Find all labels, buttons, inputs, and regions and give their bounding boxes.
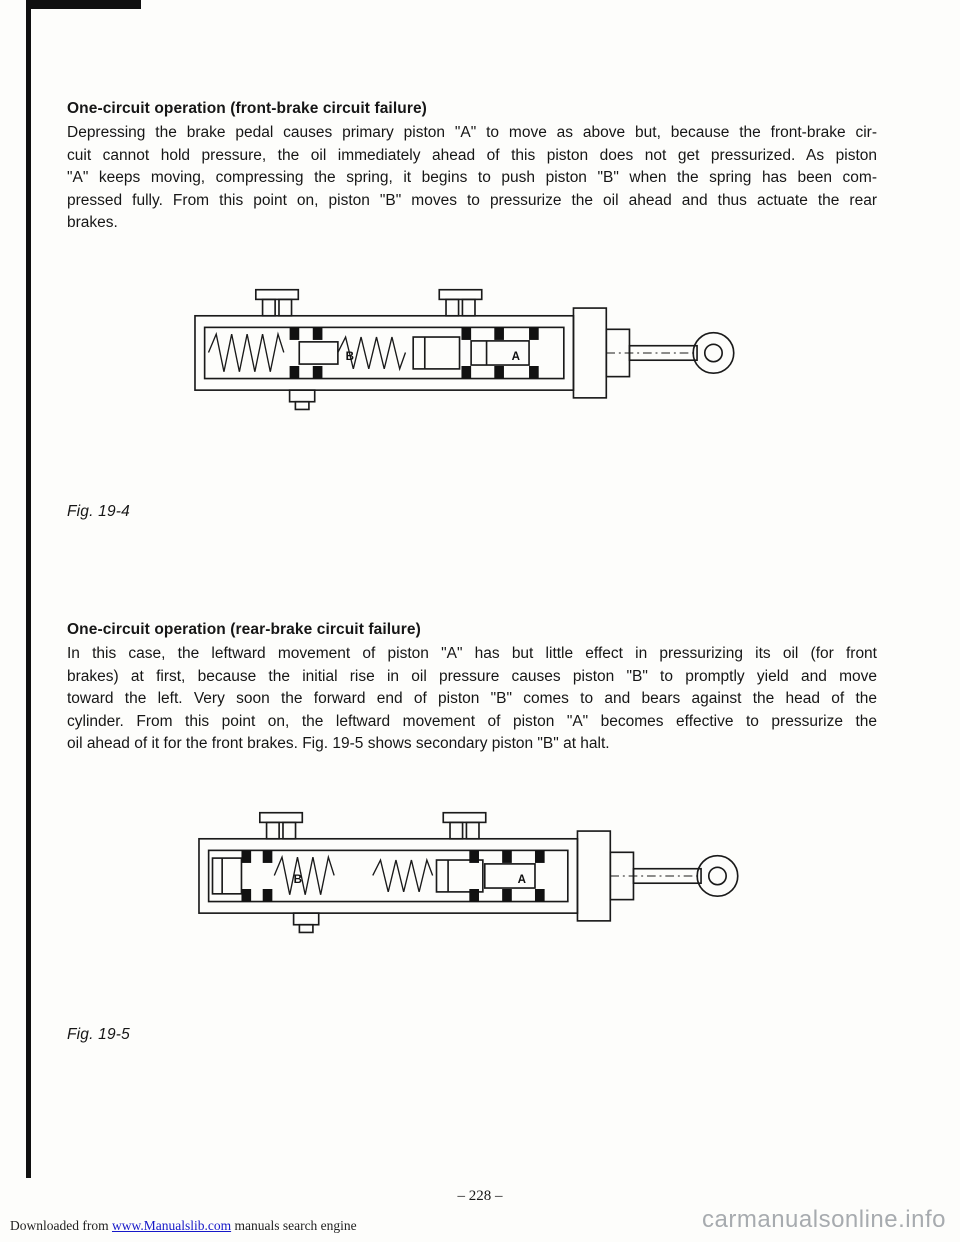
body-line: "A" keeps moving, compressing the spring… (67, 169, 877, 186)
figure-19-5: B A (177, 805, 752, 945)
outlet-port (292, 912, 320, 934)
section-front-brake-failure: One-circuit operation (front-brake circu… (67, 100, 877, 235)
piston-bodies (211, 857, 536, 895)
scan-edge-bar-horizontal (30, 0, 141, 9)
cylinder-body (198, 830, 635, 922)
piston-a-label: A (512, 351, 521, 363)
rod-eye (692, 331, 735, 375)
reservoir-port-right (442, 811, 487, 840)
figure-19-4: B A (173, 282, 748, 422)
section-heading: One-circuit operation (front-brake circu… (67, 100, 427, 117)
body-line: brakes) at first, because the initial ri… (67, 667, 877, 685)
body-line: brakes. (67, 214, 118, 231)
body-line: cuit cannot hold pressure, the oil immed… (67, 146, 877, 164)
piston-seals (289, 327, 539, 379)
master-cylinder-diagram: B A (198, 811, 739, 934)
reservoir-port-left (254, 288, 300, 317)
reservoir-port-right (438, 288, 483, 317)
cylinder-body (194, 307, 631, 399)
figure-caption: Fig. 19-5 (67, 1026, 130, 1043)
body-line: cylinder. From this point on, the leftwa… (67, 712, 877, 730)
push-rod (606, 344, 698, 362)
piston-a-label: A (518, 874, 527, 886)
watermark: carmanualsonline.info (702, 1206, 946, 1233)
push-rod (610, 867, 702, 885)
section-rear-brake-failure: One-circuit operation (rear-brake circui… (67, 621, 877, 756)
body-line: pressed fully. From this point on, pisto… (67, 191, 877, 209)
body-line: oil ahead of it for the front brakes. Fi… (67, 735, 610, 752)
section-heading: One-circuit operation (rear-brake circui… (67, 621, 421, 638)
scan-edge-bar-vertical (26, 0, 31, 1178)
section-body: In this case, the leftward movement of p… (67, 643, 877, 756)
download-attribution: Downloaded from www.Manualslib.com manua… (10, 1218, 357, 1234)
rod-eye (696, 854, 739, 898)
body-line: toward the left. Very soon the forward e… (67, 690, 877, 707)
body-line: In this case, the leftward movement of p… (67, 645, 877, 662)
piston-b-label: B (294, 874, 302, 886)
piston-bodies (298, 336, 530, 370)
download-prefix: Downloaded from (10, 1218, 112, 1233)
figure-caption: Fig. 19-4 (67, 503, 130, 520)
master-cylinder-diagram: B A (194, 288, 735, 411)
piston-seals (241, 850, 545, 902)
piston-b-label: B (346, 351, 354, 363)
section-body: Depressing the brake pedal causes primar… (67, 122, 877, 235)
body-line: Depressing the brake pedal causes primar… (67, 124, 877, 141)
page-number: – 228 – (457, 1188, 503, 1204)
download-suffix: manuals search engine (231, 1218, 357, 1233)
outlet-port (288, 389, 316, 411)
reservoir-port-left (258, 811, 304, 840)
return-springs (207, 331, 407, 372)
return-springs (273, 854, 434, 895)
manualslib-link[interactable]: www.Manualslib.com (111, 1218, 232, 1233)
